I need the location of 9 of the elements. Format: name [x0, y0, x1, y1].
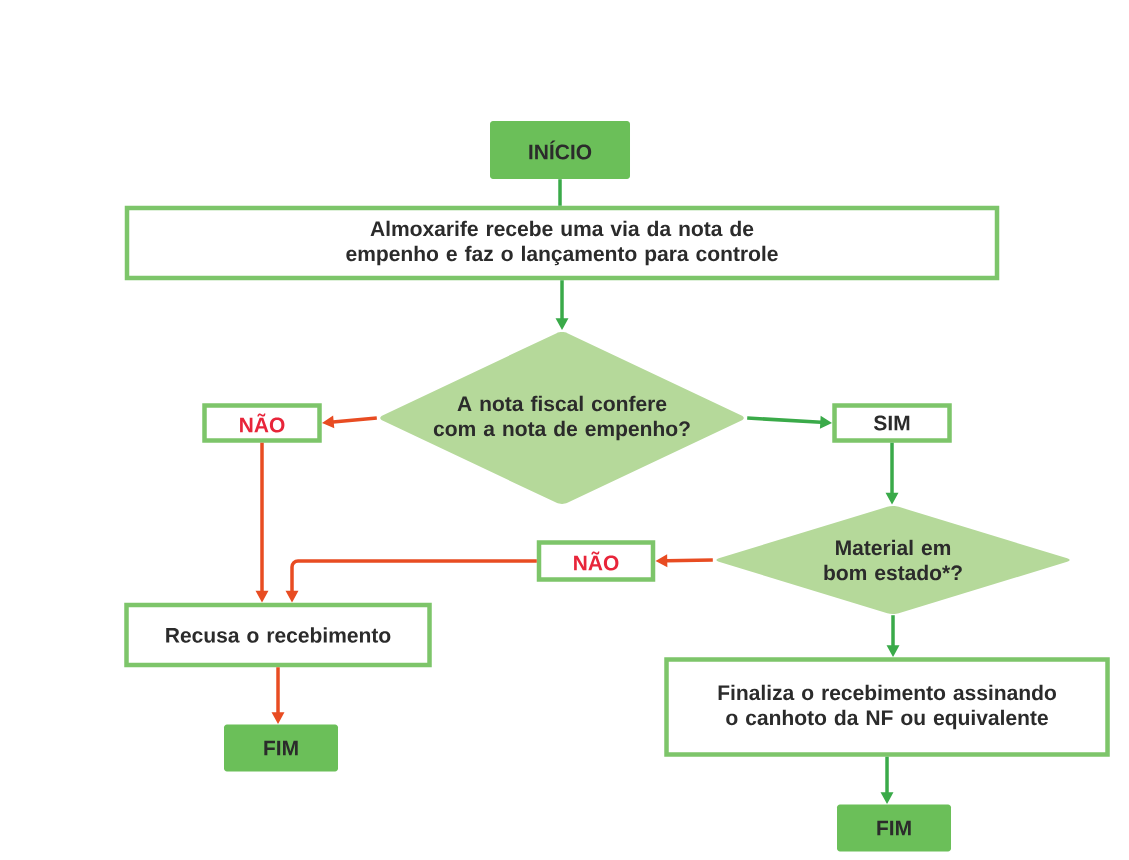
process-box: Recusa o recebimento — [124, 602, 432, 668]
process-box: Almoxarife recebe uma via da nota de empenho e faz o lançamento para controle — [124, 205, 1000, 281]
process-box: Finaliza o recebimento assinando o canhoto da NF ou equivalente — [664, 657, 1110, 757]
process-box: SIM — [832, 403, 952, 443]
answer-box: NÃO — [536, 540, 656, 582]
terminal-box: INÍCIO — [490, 121, 630, 179]
terminal-box: FIM — [837, 804, 951, 852]
terminal-box: FIM — [224, 724, 338, 772]
answer-box: NÃO — [202, 403, 322, 443]
